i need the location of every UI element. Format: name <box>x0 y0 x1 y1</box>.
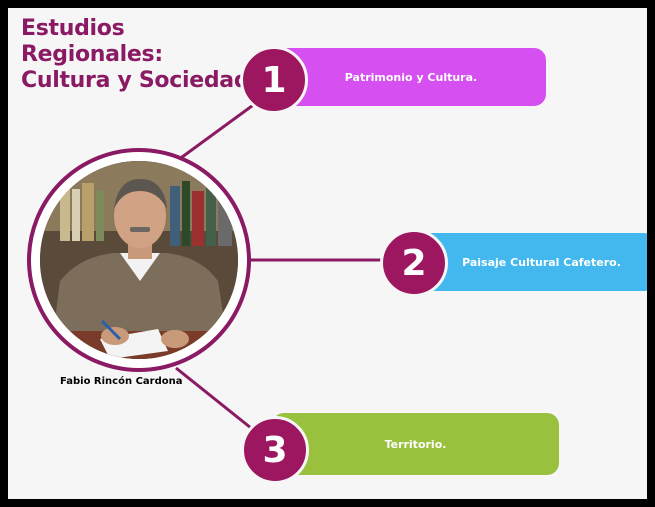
title-line-2: Regionales: <box>21 42 163 67</box>
portrait-frame <box>27 148 251 372</box>
topic-2-box[interactable]: Paisaje Cultural Cafetero. <box>413 233 647 291</box>
topic-3-label: Territorio. <box>384 437 447 451</box>
title-line-1: Estudios <box>21 16 125 41</box>
topic-3-box[interactable]: Territorio. <box>272 413 559 475</box>
topic-2-label: Paisaje Cultural Cafetero. <box>462 255 621 269</box>
page-title: Estudios Regionales: Cultura y Sociedad <box>21 16 261 94</box>
topic-2-number: 2 <box>380 229 448 297</box>
person-name: Fabio Rincón Cardona <box>60 376 183 387</box>
topic-1-box[interactable]: Patrimonio y Cultura. <box>276 48 546 106</box>
connector-lines <box>175 101 383 430</box>
connector-1 <box>177 101 257 162</box>
portrait-photo <box>40 161 238 359</box>
topic-1-number: 1 <box>240 46 308 114</box>
title-line-3: Cultura y Sociedad <box>21 68 250 93</box>
topic-3-number: 3 <box>241 416 309 484</box>
connector-3 <box>175 366 252 430</box>
topic-1-label: Patrimonio y Cultura. <box>344 70 478 84</box>
